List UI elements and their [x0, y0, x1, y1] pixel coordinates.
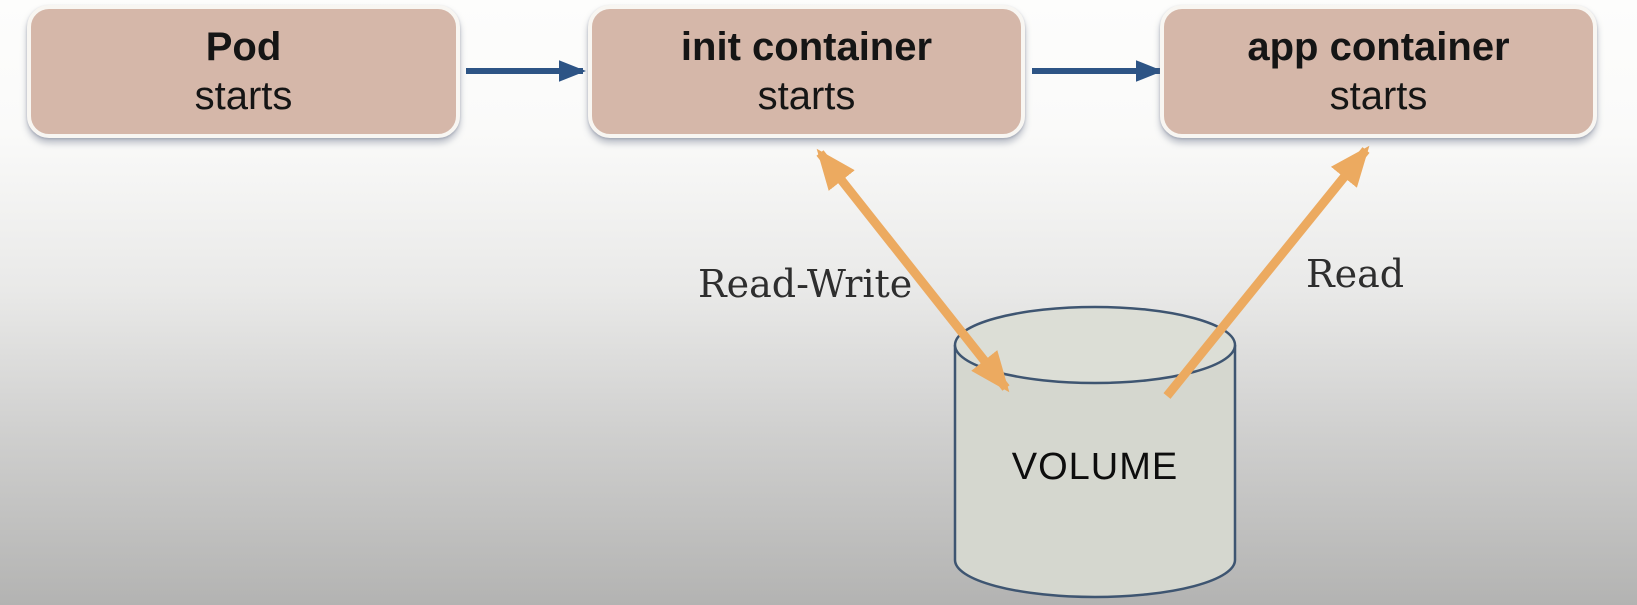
app-container-node: app container starts	[1160, 5, 1597, 138]
volume-label: VOLUME	[1011, 446, 1179, 488]
app-container-node-title: app container	[1247, 24, 1510, 69]
cylinder-body	[953, 345, 1237, 599]
init-container-node-title: init container	[680, 24, 933, 69]
pod-node-title: Pod	[205, 24, 282, 69]
pod-node: Pod starts	[27, 5, 460, 138]
read-label: Read	[1306, 252, 1405, 296]
app-container-node-subtitle: starts	[1329, 73, 1428, 118]
read-write-arrow	[816, 148, 1010, 393]
init-container-node: init container starts	[588, 5, 1025, 138]
init-container-node-subtitle: starts	[757, 73, 856, 118]
read-write-label: Read-Write	[698, 262, 913, 306]
volume-cylinder	[953, 305, 1237, 599]
pod-node-subtitle: starts	[194, 73, 293, 118]
read-arrow	[1163, 145, 1370, 399]
